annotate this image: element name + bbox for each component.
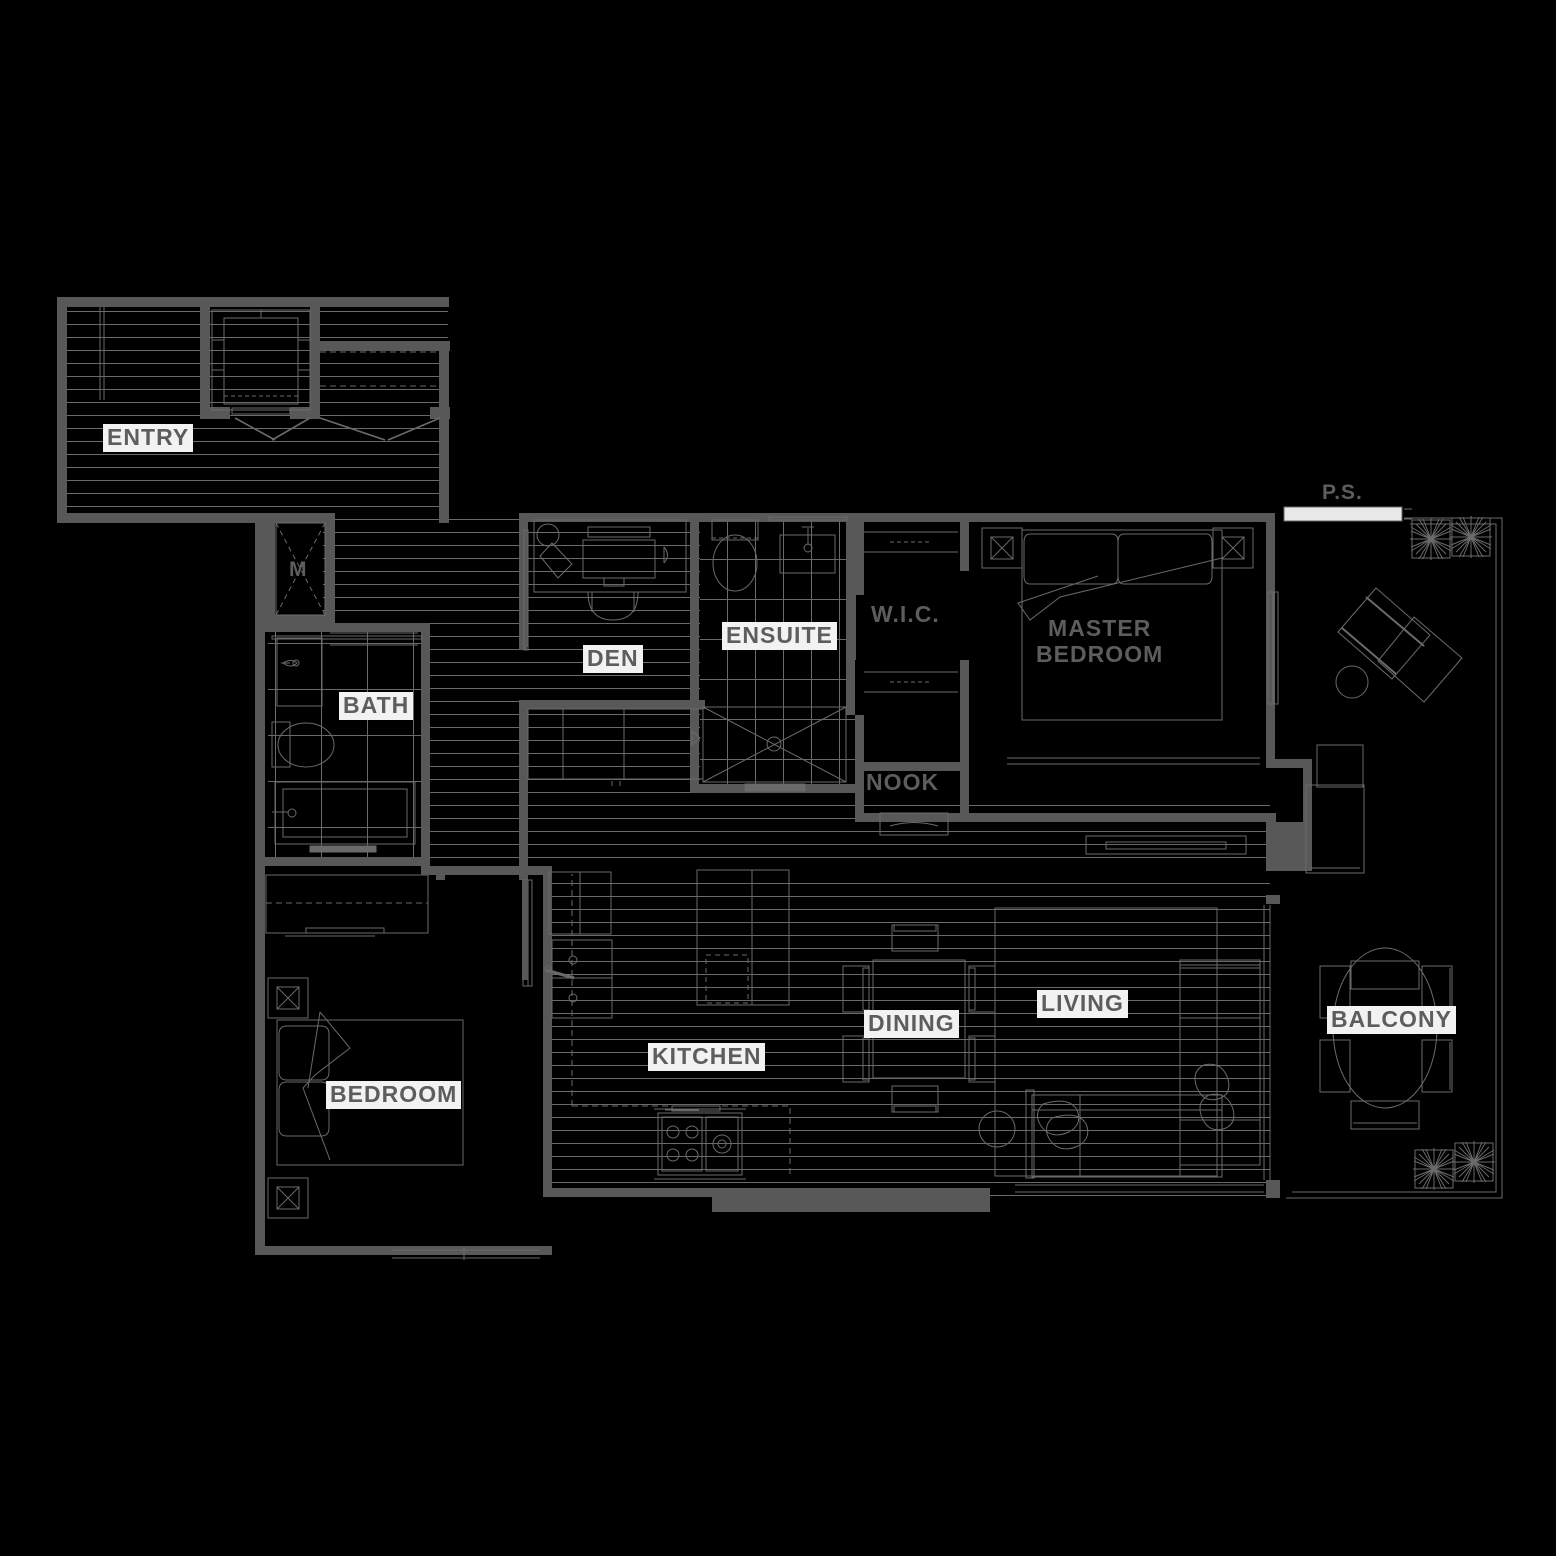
- room-label-den: DEN: [583, 645, 643, 673]
- room-label-wic: W.I.C.: [871, 601, 940, 627]
- balcony-chairs: [1319, 960, 1453, 1130]
- entry-door-swings: [234, 417, 441, 441]
- bath-vanity: [271, 632, 423, 707]
- bedroom-closet: [265, 874, 429, 937]
- room-label-entry: ENTRY: [103, 424, 194, 452]
- dining-chair-bottom: [891, 1085, 939, 1113]
- living-chaise: [1179, 959, 1261, 1166]
- wic-closet-rods: [849, 531, 967, 730]
- room-label-bath: BATH: [339, 692, 414, 720]
- kitchen-island: [696, 869, 790, 1006]
- master-nightstand-right: [1212, 527, 1254, 569]
- ensuite-toilet: [711, 519, 759, 592]
- kitchen-sink: [544, 939, 613, 1019]
- room-label-closet-m: M: [289, 558, 308, 581]
- balcony-shrub-c: [1412, 1147, 1456, 1191]
- balcony-side-table: [1335, 665, 1369, 699]
- room-label-master-bedroom: MASTER BEDROOM: [1036, 615, 1164, 667]
- ensuite-shower: [691, 706, 847, 792]
- bedroom-door-pocket: [522, 880, 528, 980]
- room-label-balcony: BALCONY: [1327, 1006, 1456, 1034]
- door-jambs: [421, 866, 1280, 904]
- room-label-bedroom: BEDROOM: [326, 1081, 462, 1109]
- hall-pocket-door: [519, 529, 529, 651]
- living-window-wall: [1015, 905, 1271, 1193]
- bath-tub: [272, 781, 416, 853]
- room-label-nook: NOOK: [866, 769, 940, 795]
- master-nightstand-left: [981, 527, 1023, 569]
- entry-closet: [211, 309, 311, 415]
- entry-hall-closet: [320, 351, 440, 387]
- master-bed: [1017, 529, 1223, 721]
- ensuite-vanity: [768, 516, 848, 574]
- living-armchairs: [1194, 1063, 1235, 1131]
- kitchen-refrigerator: [548, 871, 612, 935]
- bath-toilet: [271, 721, 335, 768]
- dining-chair-top: [891, 924, 939, 952]
- balcony-shrub-a: [1409, 517, 1453, 561]
- den-desk: [533, 519, 687, 621]
- room-label-dining: DINING: [864, 1010, 959, 1038]
- corridor-bench: [1085, 835, 1247, 855]
- room-label-ensuite: ENSUITE: [722, 622, 837, 650]
- room-label-kitchen: KITCHEN: [648, 1043, 766, 1071]
- master-window: [1007, 757, 1260, 765]
- balcony-shrub-b: [1449, 515, 1493, 559]
- linework: [99, 307, 1503, 1260]
- nook-bench: [879, 812, 949, 836]
- room-label-living: LIVING: [1037, 990, 1128, 1018]
- balcony-planter-box: [1305, 744, 1365, 874]
- bedroom-nightstand-bottom: [267, 1177, 309, 1219]
- living-sofa: [1025, 1089, 1223, 1179]
- bedroom-nightstand-top: [267, 977, 309, 1019]
- bedroom-window: [392, 1248, 540, 1260]
- kitchen-upper-cabinet-outline: [571, 874, 791, 1176]
- living-rug: [994, 907, 1218, 1177]
- bedroom-bed: [276, 1011, 464, 1166]
- kitchen-cooktop: [654, 1105, 746, 1180]
- balcony-lounge-chairs: [1335, 587, 1463, 703]
- living-coffee-table: [1037, 1100, 1089, 1150]
- master-sliding-door: [1267, 591, 1279, 705]
- room-label-ps: P.S.: [1322, 481, 1363, 504]
- ps-storage-locker: [1283, 506, 1412, 522]
- dining-side-table: [978, 1110, 1016, 1148]
- balcony-shrub-d: [1452, 1140, 1496, 1184]
